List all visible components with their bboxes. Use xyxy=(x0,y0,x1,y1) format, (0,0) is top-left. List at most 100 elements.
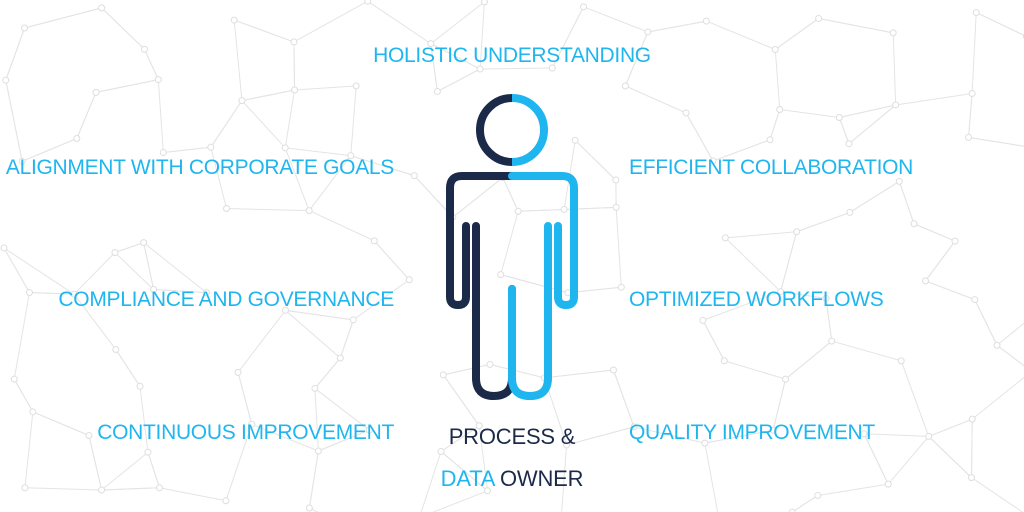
network-node xyxy=(281,144,289,152)
network-node xyxy=(720,357,728,365)
network-node xyxy=(365,426,373,434)
network-node xyxy=(290,38,298,46)
network-node xyxy=(136,382,144,390)
network-node xyxy=(141,45,149,53)
body-left-half xyxy=(446,172,516,400)
network-node xyxy=(897,357,905,365)
network-node xyxy=(238,97,246,105)
network-node xyxy=(846,208,854,216)
network-node xyxy=(782,375,790,383)
network-node xyxy=(968,415,976,423)
network-node xyxy=(621,82,629,90)
network-node xyxy=(922,277,930,285)
network-node xyxy=(571,136,579,144)
network-node xyxy=(311,384,319,392)
network-node xyxy=(437,447,445,455)
network-node xyxy=(497,271,505,279)
network-node xyxy=(92,88,100,96)
body-right-half xyxy=(508,172,578,400)
network-node xyxy=(701,439,709,447)
network-node xyxy=(889,29,897,37)
network-node xyxy=(364,0,372,5)
network-node xyxy=(25,289,33,297)
network-node xyxy=(433,87,441,95)
network-node xyxy=(972,9,980,17)
network-node xyxy=(609,366,617,374)
network-node xyxy=(617,283,625,291)
network-node xyxy=(18,157,26,165)
network-node xyxy=(968,89,976,97)
network-node xyxy=(476,65,484,73)
network-node xyxy=(347,152,355,160)
center-title-rest: OWNER xyxy=(500,466,584,491)
network-node xyxy=(788,508,796,512)
network-node xyxy=(223,205,231,213)
network-node xyxy=(580,3,588,11)
network-node xyxy=(709,157,717,165)
network-node xyxy=(352,82,360,90)
network-node xyxy=(612,176,620,184)
network-node xyxy=(73,135,81,143)
network-node xyxy=(159,149,167,157)
network-node xyxy=(314,447,322,455)
network-node xyxy=(560,205,568,213)
network-node xyxy=(910,220,918,228)
network-node xyxy=(563,441,571,449)
network-node xyxy=(154,76,162,84)
network-node xyxy=(410,172,418,180)
network-node xyxy=(156,484,164,492)
center-title-line-1: PROCESS & xyxy=(448,424,576,449)
network-node xyxy=(699,316,707,324)
benefit-alignment-with-corporate-goals: ALIGNMENT WITH CORPORATE GOALS xyxy=(5,156,394,179)
network-node xyxy=(814,491,822,499)
network-node xyxy=(828,337,836,345)
network-node xyxy=(222,497,230,505)
network-node xyxy=(70,290,78,298)
network-node xyxy=(766,136,774,144)
network-node xyxy=(248,420,256,428)
benefit-holistic-understanding: HOLISTIC UNDERSTANDING xyxy=(373,44,651,67)
benefit-quality-improvement: QUALITY IMPROVEMENT xyxy=(629,421,875,444)
network-node xyxy=(771,45,779,53)
network-node xyxy=(207,143,215,151)
network-node xyxy=(140,239,148,247)
network-node xyxy=(427,40,435,48)
network-node xyxy=(111,248,119,256)
network-node xyxy=(777,288,785,296)
network-node xyxy=(2,76,10,84)
network-node xyxy=(776,105,784,113)
center-title-line-2: DATA OWNER xyxy=(410,466,614,492)
network-node xyxy=(895,177,903,185)
network-node xyxy=(230,16,238,24)
network-node xyxy=(150,286,158,294)
network-node xyxy=(10,375,18,383)
network-node xyxy=(0,244,8,252)
benefit-compliance-and-governance: COMPLIANCE AND GOVERNANCE xyxy=(58,288,394,311)
network-node xyxy=(835,114,843,122)
network-node xyxy=(98,486,106,494)
network-node xyxy=(769,426,777,434)
network-node xyxy=(884,480,892,488)
network-node xyxy=(892,101,900,109)
network-node xyxy=(815,14,823,22)
head-right-half xyxy=(511,94,548,166)
network-node xyxy=(305,207,313,215)
network-node xyxy=(98,4,106,12)
network-node xyxy=(282,306,290,314)
network-node xyxy=(951,237,959,245)
network-node xyxy=(514,207,522,215)
benefit-efficient-collaboration: EFFICIENT COLLABORATION xyxy=(629,156,914,179)
network-node xyxy=(682,109,690,117)
network-node xyxy=(484,487,492,495)
network-node xyxy=(202,289,210,297)
network-node xyxy=(475,422,483,430)
network-node xyxy=(112,345,120,353)
network-node xyxy=(822,294,830,302)
network-node xyxy=(234,368,242,376)
center-title-highlight: DATA xyxy=(440,466,495,491)
head-left-half xyxy=(476,94,513,166)
network-node xyxy=(993,341,1001,349)
network-node xyxy=(370,237,378,245)
network-node xyxy=(349,316,357,324)
network-node xyxy=(85,432,93,440)
